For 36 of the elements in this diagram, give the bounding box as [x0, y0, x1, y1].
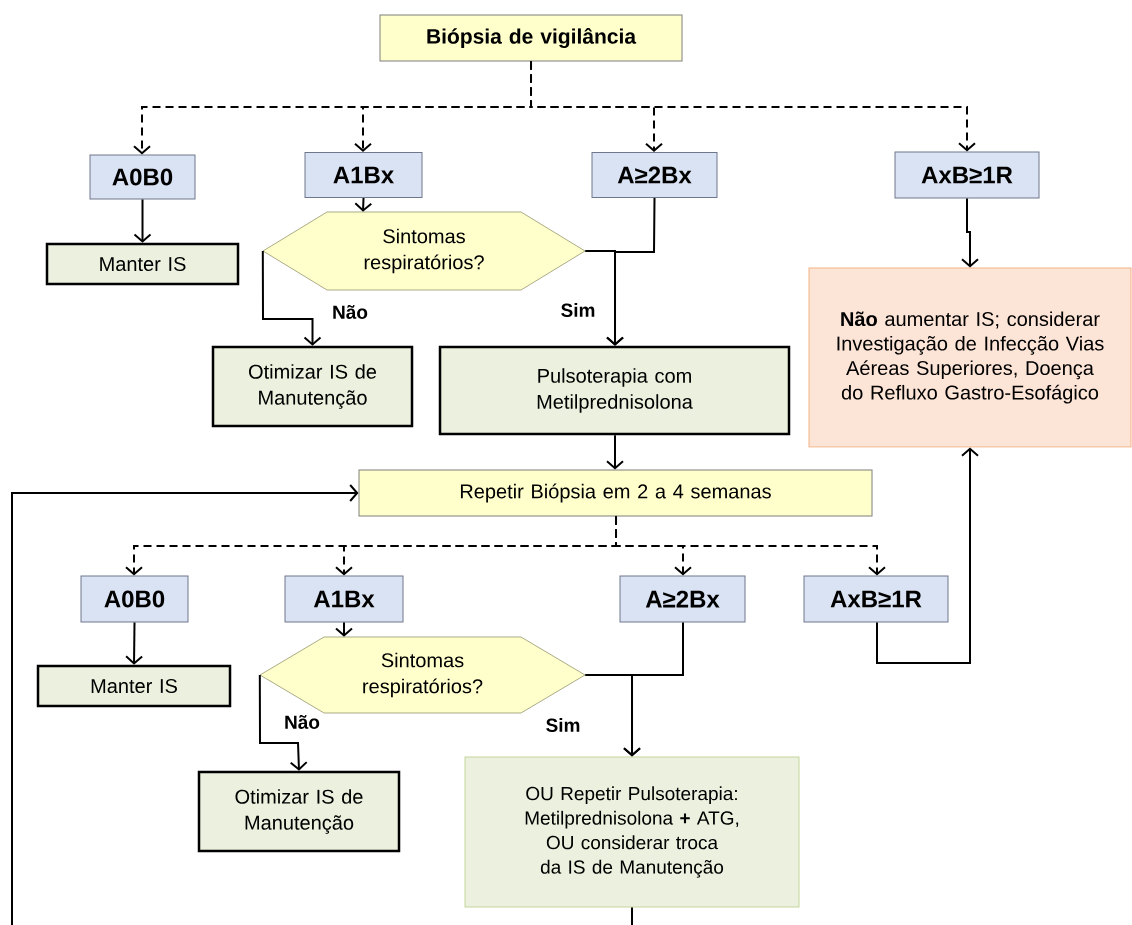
arrow: [876, 447, 979, 664]
category-box: A≥2Bx: [619, 575, 746, 623]
action-box: Manter IS: [45, 242, 240, 286]
connector-line: [631, 906, 633, 925]
category-box: AxB≥1R: [894, 151, 1040, 199]
arrow: [261, 250, 322, 346]
action-box: Otimizar IS de Manutenção: [197, 770, 401, 853]
action-box: Manter IS: [36, 664, 232, 708]
arrow: [615, 515, 886, 576]
edge-label: Não: [331, 304, 369, 320]
edge-label: Sim: [559, 302, 597, 318]
edge-label: Sim: [544, 717, 582, 733]
arrow: [961, 197, 979, 268]
decision-hexagon: Sintomas respiratórios?: [262, 211, 586, 291]
step-box: Biópsia de vigilância: [379, 14, 683, 62]
category-box: A1Bx: [284, 575, 404, 623]
category-box: A≥2Bx: [591, 152, 718, 198]
arrow: [258, 674, 308, 771]
arrow: [530, 60, 976, 152]
decision-hexagon: Sintomas respiratórios?: [259, 636, 586, 714]
step-box: Repetir Biópsia em 2 a 4 semanas: [358, 469, 873, 517]
category-box: A1Bx: [304, 152, 423, 198]
category-box: AxB≥1R: [803, 575, 949, 623]
arrow: [623, 621, 684, 757]
note-box: Não aumentar IS; considerar Investigação de Infecção Vias Aéreas Superiores, Doença do Refluxo Gastro-Esofágico: [808, 267, 1132, 448]
arrow: [133, 198, 152, 243]
arrow: [606, 434, 624, 470]
action-box: OU Repetir Pulsoterapia: Metilprednisolona + ATG, OU considerar troca da IS de Manutenção: [464, 756, 800, 908]
arrow: [11, 484, 359, 925]
edge-label: Não: [283, 714, 321, 730]
category-box: A0B0: [80, 575, 189, 623]
category-box: A0B0: [89, 154, 196, 200]
action-box: Otimizar IS de Manutenção: [211, 345, 414, 428]
arrow: [606, 197, 656, 346]
arrow: [125, 621, 144, 665]
action-box: Pulsoterapia com Metilprednisolona: [438, 345, 791, 436]
